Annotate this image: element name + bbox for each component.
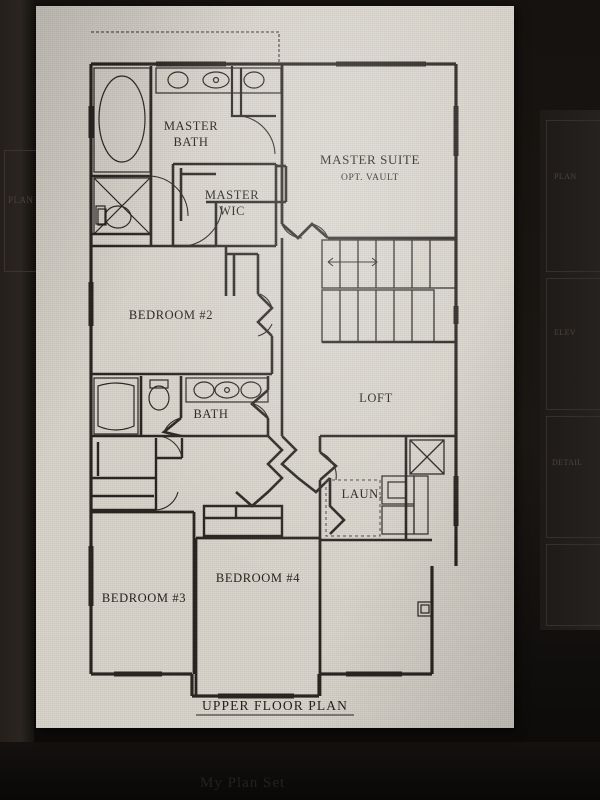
roof-projection-outline [91,31,280,64]
bathtub-oval-fixture [93,67,151,173]
left-adjacent-page: PLAN [0,0,40,745]
master-bath-walls [89,64,288,248]
label-bath: BATH [193,407,228,421]
right-page-label-2: ELEV [554,328,577,337]
label-master-wic-line1: MASTER [205,188,259,202]
hall-bath-walls [89,374,270,438]
right-page-box-2 [546,278,600,410]
master-suite-walls [280,64,456,240]
central-hall-walls [235,435,346,535]
label-bedroom-3: BEDROOM #3 [102,591,186,605]
laundry-dashed-area [325,479,381,537]
bedroom-2-door-swings [257,293,273,337]
master-bath-entry-closet [230,66,276,118]
plan-title-group: UPPER FLOOR PLAN [196,698,354,716]
right-adjacent-page: PLAN ELEV DETAIL [540,110,600,630]
right-page-label-1: PLAN [554,172,577,181]
label-bedroom-4: BEDROOM #4 [216,571,300,585]
door-swing-arcs-master-bath [150,115,276,247]
laundry-linen-closet-x [409,439,445,475]
master-toilet-fixture [95,205,132,229]
hall-bathtub-fixture [93,377,139,435]
label-master-suite: MASTER SUITE [320,152,420,167]
label-master-bath-line1: MASTER [164,119,218,133]
label-laundry: LAUN. [342,487,383,501]
bottom-caption: My Plan Set [200,775,286,791]
master-suite-door-swings [281,223,329,239]
hall-vanity-fixture [185,377,269,403]
staircase [321,239,457,343]
label-bedroom-2: BEDROOM #2 [129,308,213,322]
right-page-box-1 [546,120,600,272]
master-wic-walls [171,162,278,248]
hall-door-swings [155,435,183,511]
loft-walls [280,238,456,436]
label-master-wic-line2: WIC [219,204,245,218]
laundry-door-swing [319,451,337,481]
wall-openings [88,61,459,699]
hall-toilet-fixture [148,379,170,411]
bedroom-4-walls [194,536,322,696]
plan-title: UPPER FLOOR PLAN [202,698,348,713]
bedroom-2-walls [89,246,274,376]
right-page-box-3 [546,416,600,538]
label-loft: LOFT [359,391,393,405]
left-page-label: PLAN [8,195,34,205]
upper-hall-closets [89,438,184,512]
bottom-dark-band [0,742,600,800]
right-page-label-3: DETAIL [552,458,583,467]
label-master-bath-line2: BATH [173,135,208,149]
post-marker [417,601,433,617]
floor-plan-drawing: MASTER BATH MASTER WIC [36,6,514,728]
stair-direction-arrow [327,257,378,267]
floor-plan-sheet: MASTER BATH MASTER WIC [36,6,514,728]
bedroom-4-closet [202,504,284,538]
left-page-box [4,150,40,272]
master-vanity-fixture [155,67,282,94]
right-page-box-4 [546,544,600,626]
washer-dryer-fixtures [381,475,429,535]
hall-bath-door-swings [163,403,269,433]
label-master-suite-note: OPT. VAULT [341,173,399,183]
